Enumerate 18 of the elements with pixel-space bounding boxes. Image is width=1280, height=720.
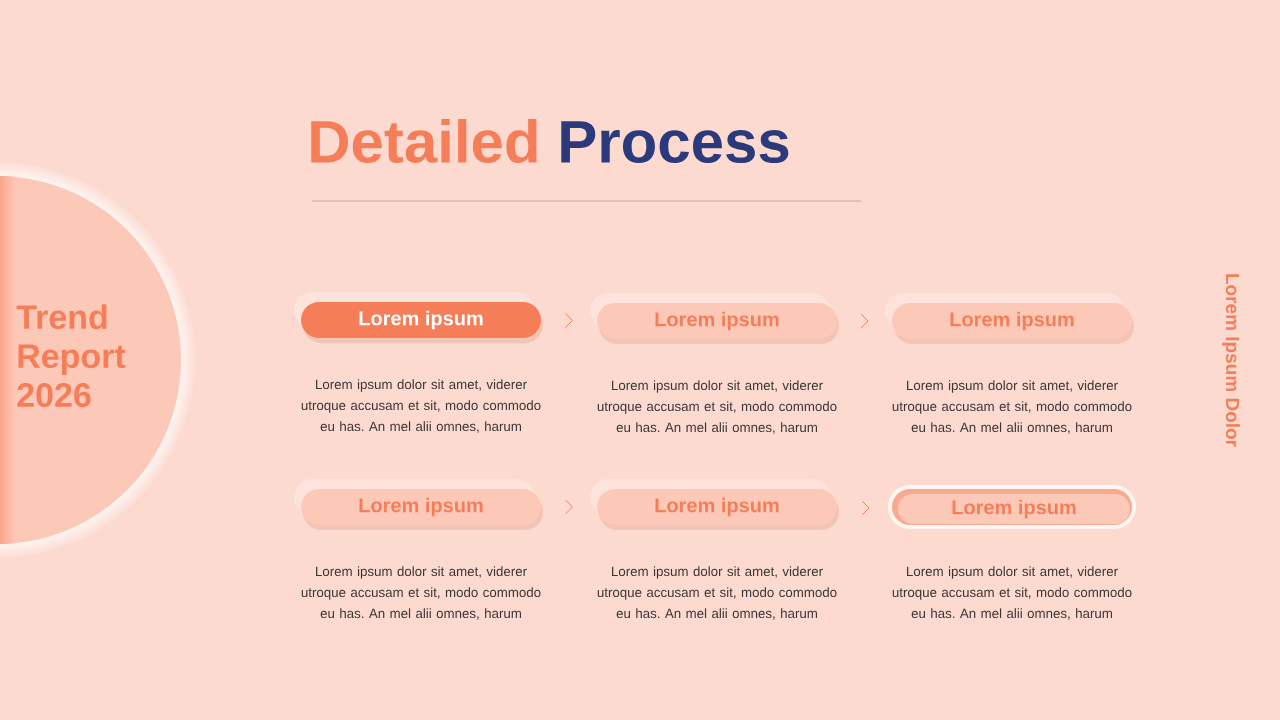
process-pill: Lorem ipsum xyxy=(590,479,839,530)
vertical-label: Lorem Ipsum Dolor xyxy=(1222,274,1240,447)
process-pill: Lorem ipsum xyxy=(294,479,543,530)
process-pill: Lorem ipsum xyxy=(885,293,1134,344)
description-text: Lorem ipsum dolor sit amet, viderer utroque accusam et sit, modo commodo eu has. An mel alii omnes, harum xyxy=(892,380,1132,434)
description-text: Lorem ipsum dolor sit amet, viderer utroque accusam et sit, modo commodo eu has. An mel alii omnes, harum xyxy=(301,566,541,620)
title: Detailed Process xyxy=(311,118,789,163)
description-text: Lorem ipsum dolor sit amet, viderer utroque accusam et sit, modo commodo eu has. An mel alii omnes, harum xyxy=(892,566,1132,620)
description-text: Lorem ipsum dolor sit amet, viderer utroque accusam et sit, modo commodo eu has. An mel alii omnes, harum xyxy=(597,380,837,434)
chevron-arrow xyxy=(565,313,573,328)
chevron-arrow xyxy=(861,500,870,516)
chevron-arrow xyxy=(565,499,573,515)
description-text: Lorem ipsum dolor sit amet, viderer utroque accusam et sit, modo commodo eu has. An mel alii omnes, harum xyxy=(301,379,541,433)
chevron-arrow xyxy=(860,313,869,329)
process-pill: Lorem ipsum xyxy=(888,485,1136,529)
description-text: Lorem ipsum dolor sit amet, viderer utroque accusam et sit, modo commodo eu has. An mel alii omnes, harum xyxy=(597,566,837,620)
process-pill: Lorem ipsum xyxy=(590,293,839,344)
process-pill: Lorem ipsum xyxy=(294,292,543,343)
